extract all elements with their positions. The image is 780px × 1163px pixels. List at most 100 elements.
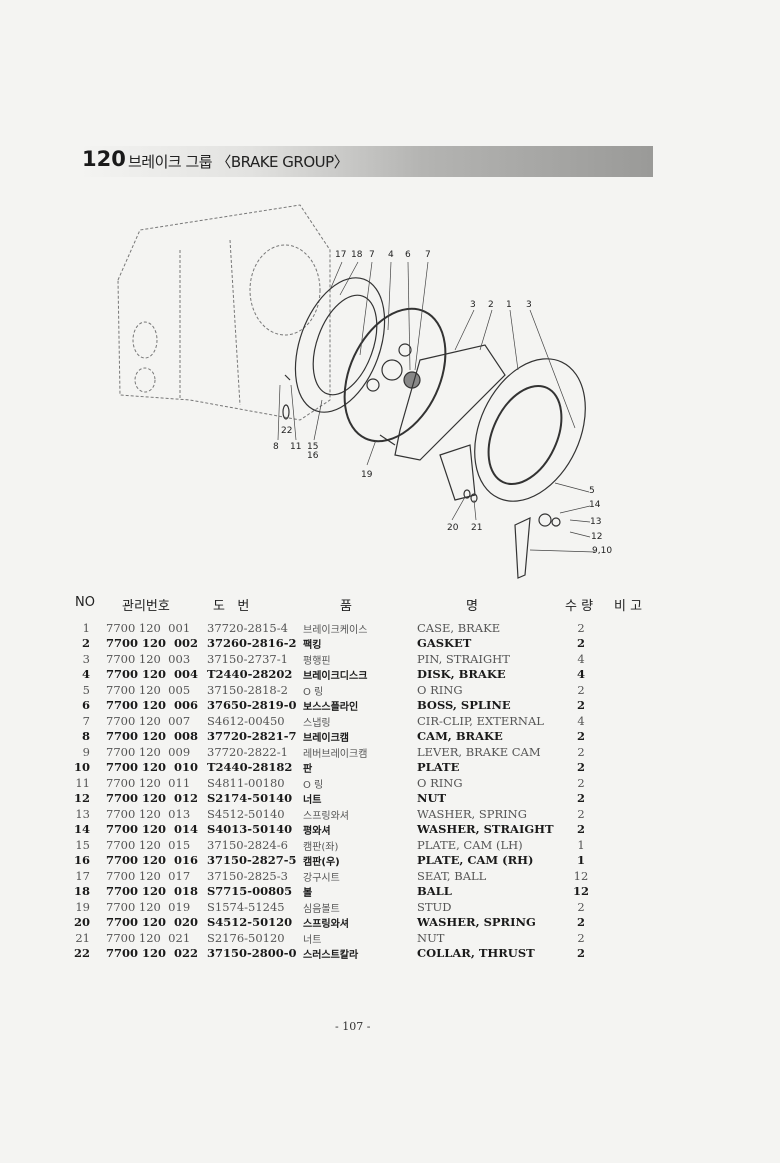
management-number: 7700 120 008: [106, 729, 199, 744]
callout-label: 5: [589, 486, 595, 496]
item-number: 4: [81, 667, 90, 682]
callout-label: 17: [335, 250, 346, 260]
drawing-number: 37720-2821-7: [207, 729, 297, 744]
part-name-korean: 스프링와셔: [303, 810, 349, 822]
management-number: 7700 120 015: [106, 837, 191, 852]
group-title: 브레이크 그룹 〈BRAKE GROUP〉: [128, 153, 349, 171]
callout-label: 21: [471, 523, 482, 533]
part-name-english: GASKET: [417, 636, 472, 651]
part-name-korean: 너트: [303, 795, 322, 807]
drawing-number: 37150-2800-0: [207, 946, 297, 961]
callout-label: 12: [591, 532, 602, 542]
item-number: 9: [82, 744, 90, 759]
callout-label: 19: [361, 470, 373, 480]
part-name-english: SEAT, BALL: [417, 868, 487, 883]
management-number: 7700 120 003: [106, 651, 191, 666]
part-name-korean: 강구시트: [303, 872, 340, 884]
drawing-number: T2440-28182: [207, 760, 293, 775]
drawing-number: S7715-00805: [207, 884, 293, 899]
part-name-english: NUT: [417, 791, 447, 806]
callout-label: 2: [488, 300, 494, 310]
quantity: 2: [576, 946, 585, 961]
item-number: 3: [82, 651, 90, 666]
part-name-korean: 심음볼트: [303, 903, 340, 915]
column-header-part-name-2: 명: [466, 599, 478, 614]
part-name-english: CIR-CLIP, EXTERNAL: [417, 713, 544, 728]
part-name-korean: 스러스트칼라: [303, 950, 359, 962]
quantity: 2: [577, 930, 585, 945]
drawing-number: 37150-2824-6: [207, 837, 288, 852]
management-number: 7700 120 011: [106, 775, 191, 790]
page-number: - 107 -: [335, 1020, 371, 1033]
part-name-korean: 보스스플라인: [303, 702, 359, 714]
quantity: 2: [577, 806, 585, 821]
part-name-english: PIN, STRAIGHT: [417, 651, 510, 666]
callout-label: 1: [506, 300, 512, 310]
management-number: 7700 120 016: [106, 853, 199, 868]
callout-label: 15: [307, 442, 318, 452]
management-number: 7700 120 001: [106, 621, 191, 635]
part-name-english: STUD: [417, 899, 452, 914]
callout-label: 20: [447, 523, 459, 533]
drawing-number: S4512-50120: [207, 915, 293, 930]
exploded-parts-diagram: 17 18 7 4 6 7 3 2 1 3 22 8 11 15 16 19 5…: [117, 204, 612, 579]
part-name-english: PLATE, CAM (RH): [417, 853, 534, 868]
column-header-quantity: 수 량: [565, 599, 594, 614]
item-number: 17: [75, 868, 90, 883]
group-number: 120: [82, 147, 126, 171]
part-name-english: LEVER, BRAKE CAM: [417, 744, 541, 759]
table-row: 12 7700 120 012 S2174-50140 너트 NUT 2: [0, 791, 780, 806]
part-name-english: O RING: [417, 682, 463, 697]
quantity: 2: [576, 636, 585, 651]
item-number: 1: [82, 621, 90, 635]
item-number: 20: [73, 915, 90, 930]
part-name-korean: 캠판(좌): [303, 841, 339, 853]
quantity: 12: [572, 884, 589, 899]
item-number: 2: [81, 636, 90, 651]
quantity: 2: [577, 899, 585, 914]
callout-label: 16: [307, 451, 319, 461]
part-name-korean: 팩킹: [303, 640, 322, 652]
table-row: 18 7700 120 018 S7715-00805 볼 BALL 12: [0, 884, 780, 899]
part-name-korean: 브레이크디스크: [303, 671, 368, 683]
lever-shape: [514, 517, 531, 579]
column-header-drawing-number: 도 번: [213, 599, 250, 614]
management-number: 7700 120 009: [106, 744, 191, 759]
drawing-number: S2174-50140: [207, 791, 293, 806]
drawing-number: 37150-2827-5: [207, 853, 297, 868]
quantity: 4: [576, 667, 585, 682]
management-number: 7700 120 012: [106, 791, 199, 806]
callout-label: 11: [290, 442, 301, 452]
management-number: 7700 120 014: [106, 822, 199, 837]
item-number: 12: [73, 791, 90, 806]
part-name-english: O RING: [417, 775, 463, 790]
part-name-english: PLATE, CAM (LH): [417, 837, 523, 852]
drawing-number: 37150-2818-2: [207, 682, 288, 697]
part-name-english: DISK, BRAKE: [417, 667, 506, 682]
item-number: 13: [75, 806, 90, 821]
part-name-english: PLATE: [417, 760, 460, 775]
management-number: 7700 120 013: [106, 806, 191, 821]
drawing-number: S4811-00180: [207, 775, 285, 790]
part-name-korean: 볼: [303, 888, 313, 900]
column-header-no: NO: [75, 595, 95, 610]
management-number: 7700 120 017: [106, 868, 191, 883]
quantity: 12: [573, 868, 589, 883]
callout-label: 9,10: [592, 546, 612, 556]
part-name-english: BALL: [417, 884, 452, 899]
drawing-number: 37150-2737-1: [207, 651, 288, 666]
item-number: 18: [73, 884, 90, 899]
quantity: 2: [577, 744, 585, 759]
quantity: 2: [576, 791, 585, 806]
management-number: 7700 120 018: [106, 884, 199, 899]
